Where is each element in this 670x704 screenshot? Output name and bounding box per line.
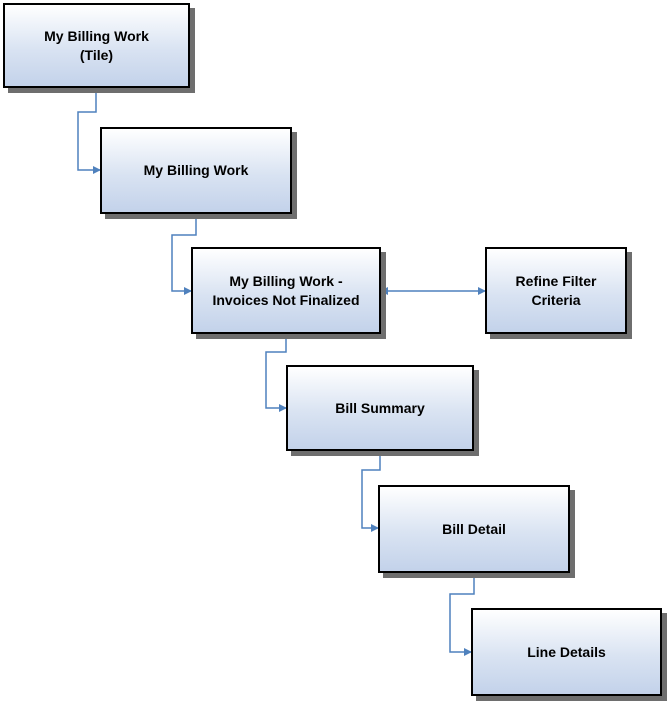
- node-label: My Billing Work (Tile): [44, 27, 149, 63]
- node-label: Refine Filter Criteria: [515, 272, 597, 308]
- node-my-billing-work: My Billing Work: [100, 127, 292, 214]
- node-invoices-not-finalized: My Billing Work - Invoices Not Finalized: [191, 247, 381, 334]
- node-label: Line Details: [527, 643, 606, 660]
- connector-bill-summary-to-bill-detail: [361, 451, 381, 532]
- node-bill-detail: Bill Detail: [378, 485, 570, 573]
- node-refine-filter-criteria: Refine Filter Criteria: [485, 247, 627, 334]
- node-bill-summary: Bill Summary: [286, 365, 474, 451]
- connector-my-billing-work-to-invoices: [171, 214, 197, 295]
- node-label: My Billing Work - Invoices Not Finalized: [212, 272, 360, 308]
- connector-tile-to-my-billing-work: [77, 88, 101, 174]
- node-label: Bill Summary: [335, 399, 425, 416]
- node-label: My Billing Work: [143, 162, 249, 178]
- connector-bill-detail-to-line-details: [449, 573, 475, 656]
- connector-invoices-to-bill-summary: [265, 334, 287, 412]
- node-my-billing-work-tile: My Billing Work (Tile): [3, 3, 190, 88]
- node-label: Bill Detail: [442, 520, 506, 537]
- node-line-details: Line Details: [471, 608, 662, 696]
